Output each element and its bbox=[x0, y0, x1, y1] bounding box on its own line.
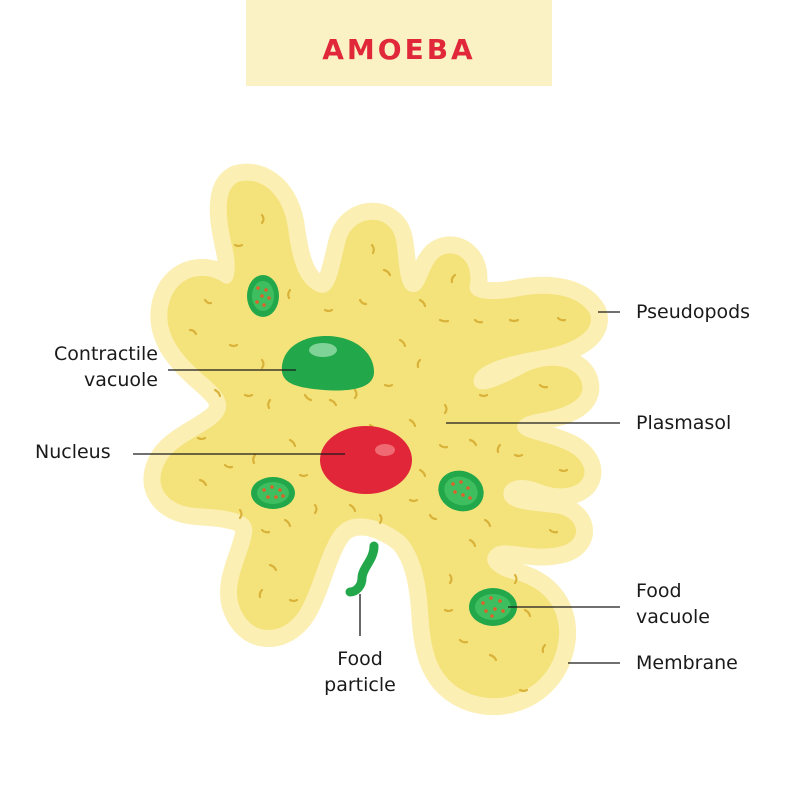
label-food-particle: Food particle bbox=[310, 646, 410, 698]
label-pseudopods: Pseudopods bbox=[636, 301, 751, 323]
label-food-vacuole-line2: vacuole bbox=[636, 606, 710, 628]
food-vacuole-bottom bbox=[469, 588, 517, 626]
title-banner: AMOEBA bbox=[246, 0, 552, 86]
label-food-vacuole: Food vacuole bbox=[636, 578, 710, 630]
label-food-particle-line2: particle bbox=[324, 674, 396, 696]
contractile-vacuole-highlight bbox=[309, 343, 337, 357]
leader-lines bbox=[133, 311, 620, 664]
food-vacuole-left bbox=[251, 477, 295, 509]
label-nucleus: Nucleus bbox=[35, 441, 111, 463]
label-food-vacuole-line1: Food bbox=[636, 580, 682, 602]
label-contractile-vacuole-line1: Contractile bbox=[54, 343, 158, 365]
label-membrane: Membrane bbox=[636, 652, 738, 674]
diagram-title: AMOEBA bbox=[322, 33, 476, 66]
nucleus bbox=[320, 426, 412, 494]
label-contractile-vacuole: Contractile vacuole bbox=[20, 341, 158, 393]
contractile-vacuole bbox=[281, 336, 374, 391]
food-particle bbox=[345, 541, 379, 597]
label-plasmasol: Plasmasol bbox=[636, 412, 732, 434]
food-vacuole-top bbox=[247, 275, 279, 317]
food-vacuole-right bbox=[438, 470, 484, 512]
label-contractile-vacuole-line2: vacuole bbox=[84, 369, 158, 391]
label-food-particle-line1: Food bbox=[337, 648, 383, 670]
cytoplasm-granules bbox=[188, 213, 569, 693]
nucleus-highlight bbox=[375, 444, 395, 456]
